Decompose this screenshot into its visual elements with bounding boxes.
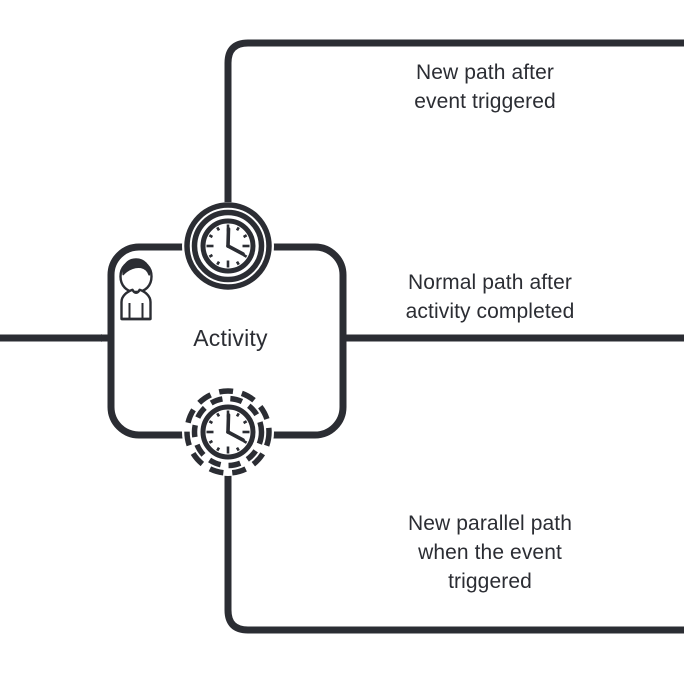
- top-sequence-flow: [224, 39, 684, 246]
- boundary-event-timer-interrupting[interactable]: [184, 202, 272, 290]
- top-timer-outer-ring: [184, 202, 272, 290]
- bottom-sequence-flow: [224, 432, 684, 634]
- flow-label-normal-path: Normal path after activity completed: [405, 271, 575, 323]
- flow-label-new-path-after-event: New path after event triggered: [414, 61, 556, 113]
- bottom-timer-outer-ring-dashed: [184, 388, 272, 476]
- user-icon-body: [120, 288, 152, 321]
- activity-fill: [111, 247, 343, 435]
- bottom-timer-hour-hand: [226, 413, 231, 434]
- top-flow-line: [224, 39, 684, 246]
- activity-label: Activity: [193, 325, 268, 351]
- bottom-timer-inner-ring-dashed: [191, 395, 265, 469]
- bottom-timer-minute-hand: [226, 430, 245, 442]
- top-timer-minute-hand: [226, 244, 245, 256]
- top-timer-hour-hand: [226, 227, 231, 248]
- user-icon-hair: [122, 258, 151, 276]
- top-timer-inner-ring: [191, 209, 265, 283]
- user-icon: [119, 258, 153, 321]
- flow-label-new-parallel-path: New parallel path when the event trigger…: [408, 512, 572, 593]
- bottom-flow-line: [224, 432, 684, 634]
- boundary-event-timer-non-interrupting[interactable]: [184, 388, 272, 476]
